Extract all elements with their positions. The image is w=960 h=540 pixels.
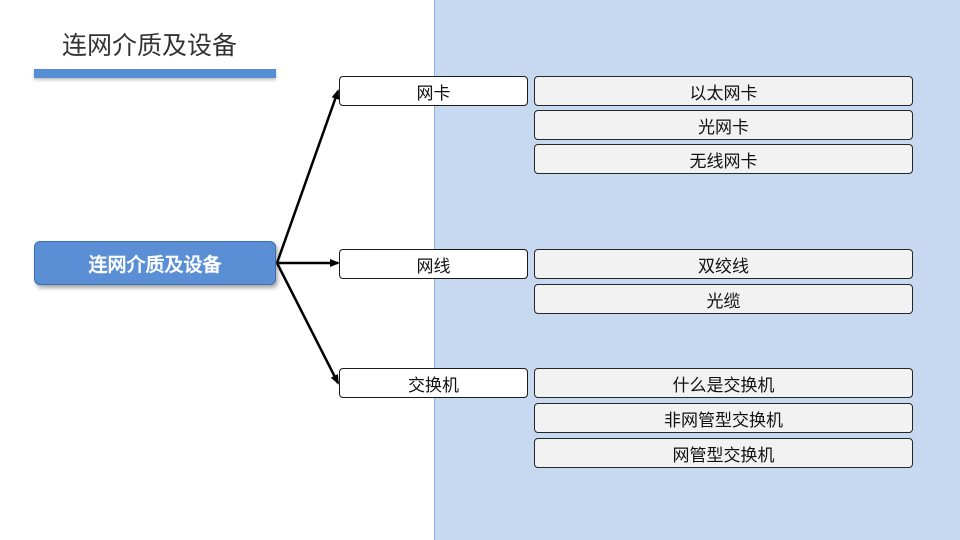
root-node: 连网介质及设备 <box>34 241 276 285</box>
slide-title: 连网介质及设备 <box>62 31 238 60</box>
leaf-node-fiber-cable: 光缆 <box>534 284 913 314</box>
branch-node-jiaohuanji: 交换机 <box>339 368 528 398</box>
branch-node-wangka: 网卡 <box>339 76 528 106</box>
leaf-node-what-is-switch: 什么是交换机 <box>534 368 913 398</box>
branch-node-wangxian: 网线 <box>339 249 528 279</box>
leaf-node-ethernet-card: 以太网卡 <box>534 76 913 106</box>
leaf-node-optical-card: 光网卡 <box>534 110 913 140</box>
arrow-to-jiaohuanji <box>275 262 340 385</box>
leaf-node-wireless-card: 无线网卡 <box>534 144 913 174</box>
leaf-node-twisted-pair: 双绞线 <box>534 249 913 279</box>
leaf-node-unmanaged-switch: 非网管型交换机 <box>534 403 913 433</box>
title-underline-bar <box>34 69 276 78</box>
leaf-node-managed-switch: 网管型交换机 <box>534 438 913 468</box>
arrow-to-wangka <box>275 89 340 264</box>
